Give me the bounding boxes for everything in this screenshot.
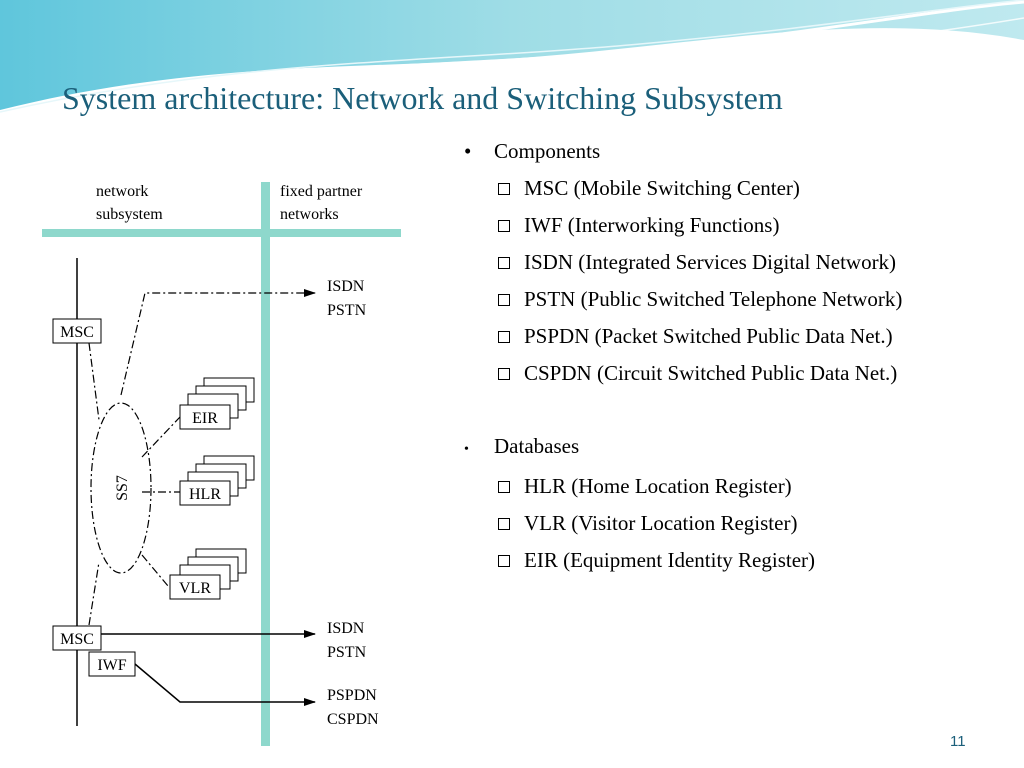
list-item: IWF (Interworking Functions) — [464, 207, 902, 244]
bullet-databases: • Databases — [464, 428, 902, 468]
header-fixed-networks-line2: networks — [280, 206, 339, 223]
square-bullet-icon — [498, 182, 510, 195]
square-bullet-icon — [498, 517, 510, 530]
vlr-stack — [169, 548, 247, 600]
bullet-label: Databases — [494, 434, 580, 458]
msc-bottom-label: MSC — [60, 631, 94, 648]
header-network-subsystem-line2: subsystem — [96, 206, 163, 223]
vertical-divider — [261, 182, 270, 746]
ss7-ellipse — [90, 402, 152, 574]
list-item: PSPDN (Packet Switched Public Data Net.) — [464, 318, 902, 355]
msc-bottom-box — [52, 625, 102, 651]
hlr-label: HLR — [189, 486, 221, 503]
target-mid-line2: PSTN — [327, 644, 367, 661]
list-item: EIR (Equipment Identity Register) — [464, 542, 902, 579]
horizontal-divider — [42, 229, 401, 237]
square-bullet-icon — [498, 554, 510, 567]
iwf-to-pspdn-link — [134, 663, 316, 706]
square-bullet-icon — [498, 367, 510, 380]
header-fixed-networks-line1: fixed partner — [280, 183, 363, 200]
list-item: MSC (Mobile Switching Center) — [464, 170, 902, 207]
background-waves — [0, 0, 1024, 120]
msc-top-box — [52, 318, 102, 344]
header-network-subsystem-line1: network — [96, 183, 148, 200]
bullet-list: • Components MSC (Mobile Switching Cente… — [464, 133, 902, 579]
target-top-line2: PSTN — [327, 302, 367, 319]
square-bullet-icon — [498, 256, 510, 269]
iwf-label: IWF — [97, 657, 126, 674]
bullet-label: Components — [494, 139, 601, 163]
square-bullet-icon — [498, 219, 510, 232]
ss7-label: SS7 — [114, 475, 131, 501]
hlr-stack — [179, 455, 255, 506]
slide-title: System architecture: Network and Switchi… — [62, 80, 783, 116]
vlr-label: VLR — [179, 580, 211, 597]
list-item: CSPDN (Circuit Switched Public Data Net.… — [464, 355, 902, 392]
page-number: 11 — [950, 733, 966, 750]
target-mid-line1: ISDN — [327, 620, 365, 637]
list-item: PSTN (Public Switched Telephone Network) — [464, 281, 902, 318]
list-item: VLR (Visitor Location Register) — [464, 505, 902, 542]
eir-label: EIR — [192, 410, 218, 427]
bullet-dot-icon: • — [464, 139, 472, 163]
square-bullet-icon — [498, 293, 510, 306]
target-bottom-line1: PSPDN — [327, 687, 377, 704]
bullet-components: • Components — [464, 133, 902, 170]
eir-stack — [179, 377, 255, 430]
list-item: ISDN (Integrated Services Digital Networ… — [464, 244, 902, 281]
square-bullet-icon — [498, 330, 510, 343]
target-bottom-line2: CSPDN — [327, 711, 379, 728]
square-bullet-icon — [498, 480, 510, 493]
signalling-links — [88, 289, 316, 626]
list-item: HLR (Home Location Register) — [464, 468, 902, 505]
bullet-dot-icon: • — [464, 442, 469, 457]
msc-top-label: MSC — [60, 324, 94, 341]
target-top-line1: ISDN — [327, 278, 365, 295]
